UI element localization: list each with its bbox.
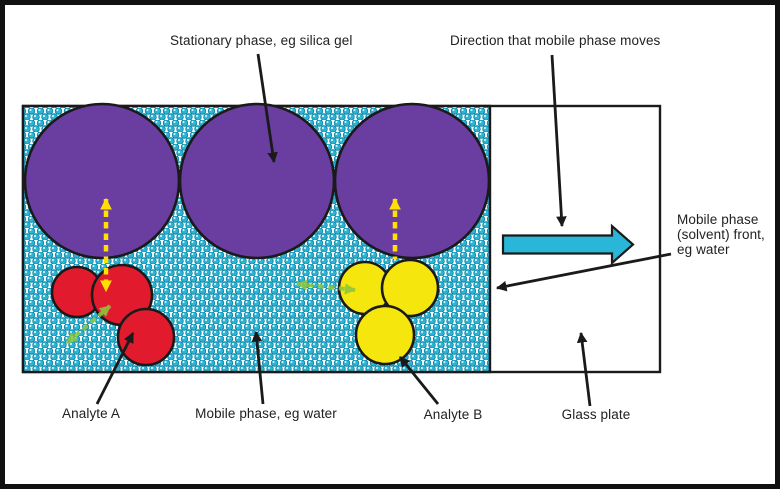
label-stationary-phase: Stationary phase, eg silica gel: [170, 33, 353, 48]
analyte-b-circle-2: [380, 258, 440, 318]
pointer-glass-plate: [576, 331, 592, 407]
pointer-mobile-phase: [251, 330, 265, 405]
pointer-stationary-phase: [256, 53, 278, 164]
label-direction: Direction that mobile phase moves: [450, 33, 661, 48]
flow-direction-arrow: [501, 223, 635, 266]
pointer-analyte-b: [398, 356, 440, 405]
stationary-phase-circle-3: [333, 102, 491, 260]
label-analyte-b: Analyte B: [423, 407, 483, 422]
stationary-phase-circle-2: [178, 102, 336, 260]
pointer-direction: [550, 54, 567, 228]
label-glass-plate: Glass plate: [561, 407, 631, 422]
pointer-mobile-front: [495, 252, 672, 292]
label-mobile-phase-front: Mobile phase (solvent) front, eg water: [677, 212, 765, 257]
stationary-phase-circle-1: [23, 102, 181, 260]
analyte-b-circle-3: [354, 304, 416, 366]
pointer-analyte-a: [95, 332, 135, 405]
label-analyte-a: Analyte A: [62, 406, 120, 421]
analyte-a-circle-3: [116, 307, 176, 367]
green-dashed-arrow-analyte-a: [65, 304, 112, 345]
label-mobile-phase: Mobile phase, eg water: [195, 406, 337, 421]
